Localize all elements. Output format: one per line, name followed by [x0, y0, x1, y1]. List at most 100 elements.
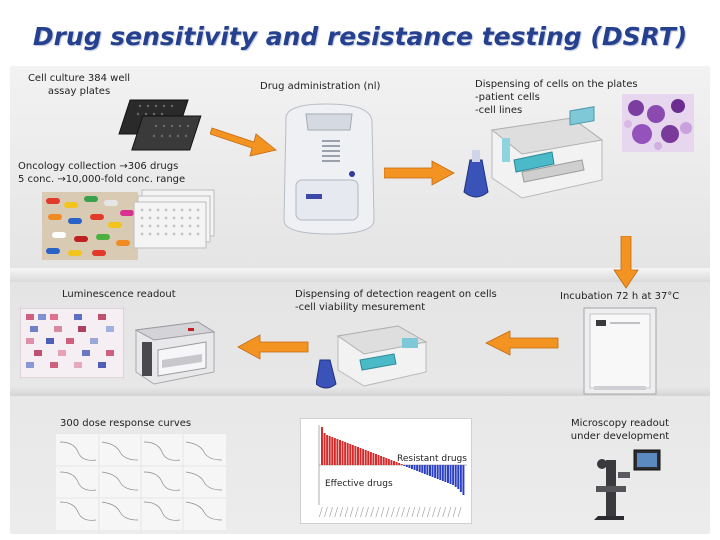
- chart-bar: [349, 444, 352, 465]
- chart-bar: [395, 462, 398, 465]
- assay-plates-image: [118, 99, 202, 151]
- chart-x-tick: [349, 506, 354, 518]
- chart-bar: [431, 465, 434, 477]
- chart-x-tick: [396, 506, 400, 518]
- chart-x-tick: [442, 506, 447, 518]
- luminescence-heatmap-image: [20, 308, 124, 378]
- chart-bar: [413, 465, 416, 470]
- chart-bar: [405, 465, 408, 467]
- chart-bar: [372, 453, 375, 465]
- chart-bar: [369, 452, 372, 465]
- chart-bar: [411, 465, 413, 469]
- chart-bar: [339, 440, 341, 465]
- chart-x-tick: [365, 506, 369, 518]
- chart-bar: [457, 465, 460, 489]
- chart-bar: [331, 437, 334, 465]
- chart-bar: [326, 435, 329, 465]
- arrow-dispenser-to-cell-dispenser: [384, 160, 455, 186]
- dispensing-reagent-label: Dispensing of detection reagent on cells…: [295, 289, 497, 313]
- chart-bar: [436, 465, 439, 479]
- dose-response-curves-image: [56, 434, 226, 530]
- chart-bar: [387, 459, 390, 465]
- patient-cells-image: [622, 94, 694, 152]
- chart-bar: [390, 460, 393, 465]
- chart-bar: [421, 465, 424, 473]
- page-title: Drug sensitivity and resistance testing …: [32, 22, 688, 51]
- drug-plates-stack-image: [133, 189, 215, 249]
- chart-bar: [333, 438, 336, 465]
- chart-x-tick: [401, 506, 405, 518]
- microscopy-label: Microscopy readout under development: [570, 418, 670, 442]
- chart-bar: [444, 465, 447, 482]
- chart-bar: [354, 446, 357, 465]
- chart-x-tick: [411, 506, 416, 518]
- chart-x-tick: [406, 506, 411, 518]
- chart-x-tick: [375, 506, 380, 518]
- chart-bar: [416, 465, 419, 471]
- chart-bar: [375, 454, 377, 465]
- arrow-plates-to-dispenser: [210, 127, 277, 157]
- luminescence-label: Luminescence readout: [62, 289, 176, 300]
- drug-response-bars: [318, 425, 467, 518]
- chart-bar: [447, 465, 449, 483]
- chart-x-tick: [432, 506, 436, 518]
- arrow-reagent-to-readout: [237, 334, 309, 360]
- chart-x-tick: [339, 506, 344, 518]
- chart-bar: [452, 465, 455, 485]
- arrow-cells-to-incubator: [613, 236, 639, 289]
- chart-bar: [380, 456, 383, 465]
- chart-x-tick: [318, 506, 323, 518]
- chart-bar: [364, 450, 367, 465]
- chart-bar: [441, 465, 444, 481]
- divider-band-lower: [10, 386, 710, 396]
- chart-bar: [426, 465, 429, 475]
- chart-x-tick: [344, 506, 349, 518]
- chart-x-tick: [452, 506, 457, 518]
- divider-band: [10, 268, 710, 282]
- chart-bar: [429, 465, 431, 476]
- dispensing-cells-label: Dispensing of cells on the plates -patie…: [475, 79, 638, 116]
- chart-bar: [398, 463, 401, 465]
- chart-x-tick: [416, 506, 421, 518]
- drug-dispenser-machine-image: [283, 103, 375, 235]
- chart-x-tick: [324, 506, 328, 518]
- chart-x-tick: [390, 506, 395, 518]
- resistant-drugs-label: Resistant drugs: [397, 454, 467, 464]
- chart-bar: [323, 433, 326, 465]
- chart-bar: [336, 439, 339, 465]
- drug-collection-image: [42, 192, 138, 260]
- arrow-incubator-to-reagent: [485, 330, 559, 356]
- chart-bar: [418, 465, 421, 472]
- incubation-label: Incubation 72 h at 37°C: [560, 291, 680, 302]
- chart-bar: [449, 465, 452, 484]
- chart-bar: [385, 458, 388, 465]
- chart-bar: [344, 442, 347, 465]
- chart-x-tick: [426, 506, 431, 518]
- oncology-collection-label: Oncology collection →306 drugs 5 conc. →…: [18, 161, 186, 185]
- incubator-image: [583, 307, 657, 395]
- chart-x-tick: [360, 506, 364, 518]
- chart-bar: [341, 441, 344, 465]
- chart-x-tick: [447, 506, 452, 518]
- chart-x-tick: [457, 506, 462, 518]
- chart-bar: [351, 445, 354, 465]
- plate-reader-image: [134, 321, 216, 385]
- chart-x-tick: [421, 506, 426, 518]
- chart-bar: [346, 443, 349, 465]
- chart-x-tick: [354, 506, 359, 518]
- chart-bar: [408, 465, 411, 468]
- cell-culture-label: Cell culture 384 well assay plates: [27, 73, 131, 97]
- drug-administration-label: Drug administration (nl): [260, 81, 381, 92]
- chart-bar: [367, 451, 370, 465]
- chart-bar: [377, 455, 380, 465]
- reagent-dispenser-image: [316, 325, 428, 389]
- chart-bar: [462, 465, 465, 495]
- chart-bar: [328, 436, 331, 465]
- chart-bar: [439, 465, 442, 480]
- chart-x-tick: [385, 506, 390, 518]
- chart-bar: [403, 465, 406, 466]
- chart-bar: [357, 447, 359, 465]
- dose-response-label: 300 dose response curves: [60, 418, 192, 429]
- chart-bar: [321, 427, 323, 465]
- chart-bar: [459, 465, 462, 492]
